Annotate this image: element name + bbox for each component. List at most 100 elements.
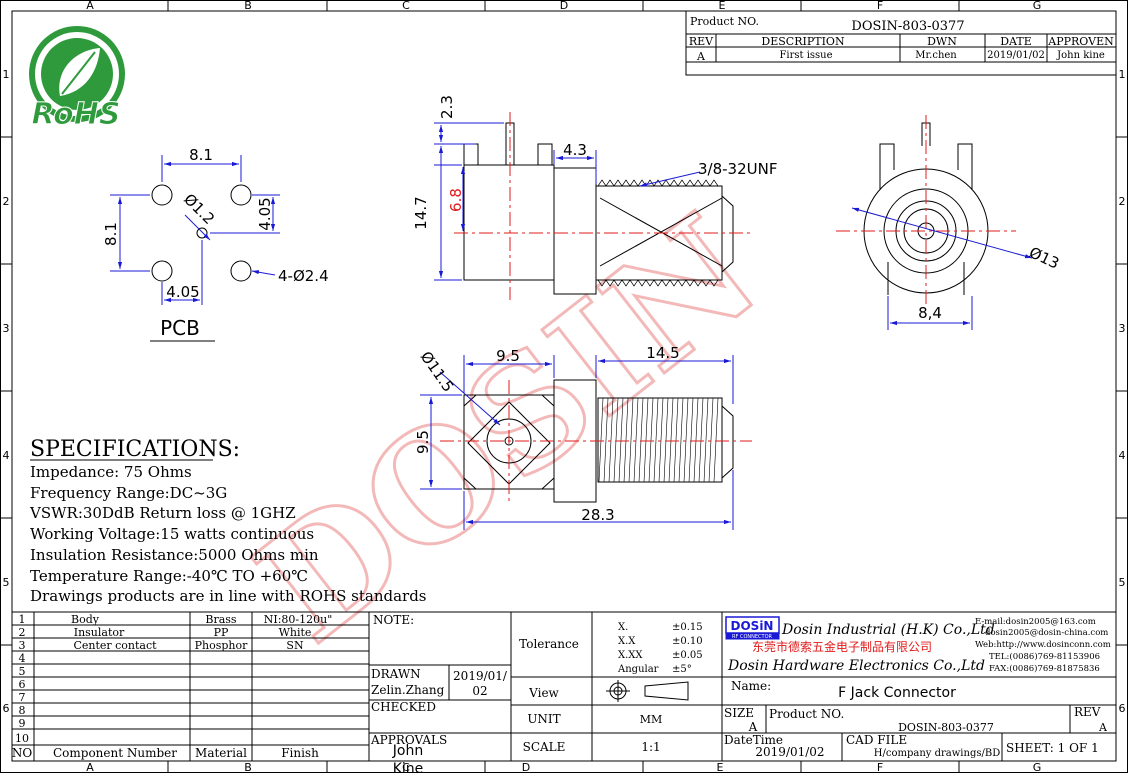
row-label: 1 <box>1119 68 1126 81</box>
dim-28-3: 28.3 <box>581 506 614 524</box>
pcb-layout <box>151 184 252 282</box>
approvals-name: John <box>392 743 423 759</box>
thread-label: 3/8-32UNF <box>698 160 777 178</box>
datetime-label: DateTime <box>724 733 783 747</box>
rohs-logo: RoHS <box>29 26 125 133</box>
row-label: 4 <box>3 449 10 462</box>
bom-name: Body <box>71 613 100 626</box>
cad-label: CAD FILE <box>846 733 907 747</box>
company-email: E-mail:dosin2005@163.com <box>975 617 1096 627</box>
bom-table <box>11 611 370 762</box>
revision-block <box>685 10 1117 76</box>
title-block-mid-text: NOTE: DRAWN Zelin.Zhang 2019/01/ 02 CHEC… <box>370 613 703 773</box>
spec-line: Insulation Resistance:5000 Ohms min <box>30 546 319 564</box>
rev2-label: REV <box>1074 705 1101 719</box>
view-label: View <box>528 686 559 700</box>
bom-head-finish: Finish <box>281 746 319 760</box>
dim-2-3: 2.3 <box>438 95 456 119</box>
company-fax: FAX:(0086)769-81875836 <box>989 663 1100 674</box>
specs-title: SPECIFICATIONS: <box>30 437 240 462</box>
date-label: DATE <box>1000 35 1032 48</box>
row-label: 5 <box>1119 576 1126 589</box>
company-text: Dosin Industrial (H.K) Co.,Ltd 东莞市德索五金电子… <box>727 617 1111 674</box>
col-label: A <box>86 761 94 773</box>
company-web: Web:http://www.dosinconn.com <box>975 640 1111 650</box>
col-label: D <box>560 0 568 12</box>
row-label: 5 <box>3 576 10 589</box>
drawn-name: Zelin.Zhang <box>371 683 445 697</box>
dim-dia-13: Ø13 <box>1026 243 1062 272</box>
row-label: 6 <box>3 702 10 715</box>
end-view-dims <box>851 207 1033 330</box>
bom-no: 10 <box>15 732 29 745</box>
name-label: Name: <box>731 679 771 693</box>
cad-value: H/company drawings/BD <box>874 748 1000 759</box>
approvals-label: APPROVALS <box>370 733 447 747</box>
spec-line: Working Voltage:15 watts continuous <box>30 525 314 543</box>
drawn-date1: 2019/01/ <box>453 669 508 683</box>
desc-value: First issue <box>779 50 832 61</box>
col-label: F <box>877 761 883 773</box>
bom-no: 1 <box>19 613 26 626</box>
name-value: F Jack Connector <box>838 685 956 701</box>
note-label: NOTE: <box>373 613 414 627</box>
col-label: E <box>717 761 724 773</box>
dosin-badge: DOSiN RF CONNECTOR <box>725 616 780 640</box>
bom-no: 4 <box>19 652 26 665</box>
projection-symbol-icon <box>606 680 689 702</box>
col-label: B <box>244 0 252 12</box>
company-block <box>721 611 1117 762</box>
size-value: A <box>748 720 758 734</box>
tol-key: X. <box>618 622 628 633</box>
side-view-dim-text: 2.3 14.7 6.8 4.3 3/8-32UNF <box>412 95 777 230</box>
top-view-dims <box>420 355 734 530</box>
col-label: F <box>877 0 883 12</box>
revision-text: Product NO. DOSIN-803-0377 REV DESCRIPTI… <box>689 15 1114 63</box>
approven-label: APPROVEN <box>1047 35 1114 48</box>
pcb-title: PCB <box>160 316 200 340</box>
company-block-text: Name: F Jack Connector SIZE A Product NO… <box>724 679 1108 759</box>
company-tel: TEL:(0086)769-81153906 <box>989 651 1100 662</box>
product-no: DOSIN-803-0377 <box>851 19 964 34</box>
bom-no: 2 <box>19 626 26 639</box>
bom-no: 3 <box>19 639 26 652</box>
bom-head-name: Component Number <box>53 746 177 760</box>
bom-material: PP <box>214 626 229 639</box>
row-label: 6 <box>1119 702 1126 715</box>
tol-key: Angular <box>617 664 659 675</box>
datetime-value: 2019/01/02 <box>755 745 824 759</box>
bom-finish: SN <box>286 639 304 652</box>
dwn-label: DWN <box>927 35 957 48</box>
col-label: E <box>719 0 726 12</box>
pcb-dim-dia: Ø1.2 <box>180 190 218 228</box>
drawn-label: DRAWN <box>371 667 421 681</box>
company-name-cn: 东莞市德索五金电子制品有限公司 <box>752 639 932 654</box>
pcb-dim-left: 8.1 <box>102 222 120 246</box>
desc-label: DESCRIPTION <box>761 35 845 48</box>
col-label: D <box>522 761 530 773</box>
product-no2-label: Product NO. <box>769 707 844 721</box>
row-label: 2 <box>1119 195 1126 208</box>
col-label: B <box>244 761 252 773</box>
bom-finish: White <box>279 626 312 639</box>
end-view-centerlines <box>836 115 1016 305</box>
scale-value: 1:1 <box>641 740 660 754</box>
tol-val: ±0.10 <box>672 636 703 647</box>
pcb-dims <box>110 155 280 305</box>
bom-no: 8 <box>19 704 26 717</box>
rev-label: REV <box>689 35 714 48</box>
pcb-dim-text: 8.1 8.1 4.05 4.05 Ø1.2 4-Ø2.4 <box>102 146 329 301</box>
pcb-dim-bottom: 4.05 <box>166 283 199 301</box>
col-label: C <box>402 0 410 12</box>
date-value: 2019/01/02 <box>987 50 1045 61</box>
dim-9-5-top: 9.5 <box>496 347 520 365</box>
bom-no: 7 <box>19 691 26 704</box>
approven-value: John kine <box>1056 50 1105 61</box>
specifications: SPECIFICATIONS: Impedance: 75 Ohms Frequ… <box>29 437 427 605</box>
bom-material: Brass <box>205 613 237 626</box>
badge-text: DOSiN <box>731 619 774 633</box>
product-no-label: Product NO. <box>690 15 759 28</box>
col-label: C <box>402 761 410 773</box>
unit-value: MM <box>640 713 663 726</box>
